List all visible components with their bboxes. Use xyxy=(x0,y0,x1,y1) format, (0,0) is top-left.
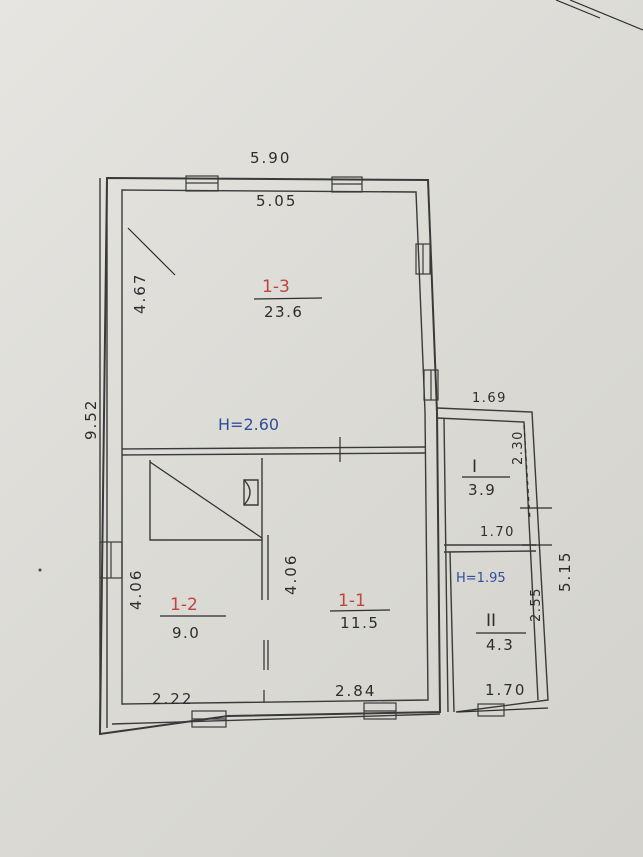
dim-interior-vertical: 4.06 xyxy=(282,554,300,595)
room-1-3: 1-3 23.6 xyxy=(253,277,323,321)
room-number: I xyxy=(472,457,477,477)
main-walls xyxy=(98,176,442,736)
room-I: I 3.9 xyxy=(462,457,510,499)
partition-horizontal xyxy=(121,437,426,462)
height-main: H=2.60 xyxy=(218,415,279,434)
room-area: 4.3 xyxy=(486,636,514,654)
annex-walls xyxy=(436,407,552,713)
room-area: 11.5 xyxy=(340,614,379,632)
dim-outer-top: 5.90 xyxy=(250,149,291,167)
dim-annex-top: 1.69 xyxy=(472,391,507,406)
room-number: 1-3 xyxy=(262,277,290,297)
room-1-2: 1-2 9.0 xyxy=(160,595,226,642)
dim-annex-upper-side: 2.30 xyxy=(511,430,526,465)
pencil-dot xyxy=(38,568,42,572)
room-1-1: 1-1 11.5 xyxy=(329,591,391,632)
windows xyxy=(99,175,505,728)
dim-annex-total-side: 5.15 xyxy=(556,551,574,592)
dim-bottom-mid: 2.84 xyxy=(335,682,376,700)
room-number: 1-1 xyxy=(338,591,366,611)
height-annex: H=1.95 xyxy=(456,571,506,586)
dim-inner-top: 5.05 xyxy=(256,192,297,210)
corner-marks xyxy=(555,0,643,31)
room-area: 9.0 xyxy=(172,624,200,642)
room-number: 1-2 xyxy=(170,595,198,615)
stair-box xyxy=(149,458,269,600)
dim-left-lower: 4.06 xyxy=(127,569,145,610)
room-area: 3.9 xyxy=(468,481,496,499)
room-number: II xyxy=(486,611,496,631)
pencil-mark xyxy=(127,227,176,276)
room-II: II 4.3 xyxy=(476,611,526,654)
dim-bottom-right: 1.70 xyxy=(485,681,526,699)
dim-annex-lower-side: 2.55 xyxy=(529,587,544,622)
dim-bottom-left: 2.22 xyxy=(152,690,193,708)
dim-left-total: 9.52 xyxy=(82,399,100,440)
dim-left-upper: 4.67 xyxy=(131,273,149,314)
dim-annex-mid: 1.70 xyxy=(480,525,515,540)
room-area: 23.6 xyxy=(264,303,303,321)
dashed-partition xyxy=(263,640,269,702)
